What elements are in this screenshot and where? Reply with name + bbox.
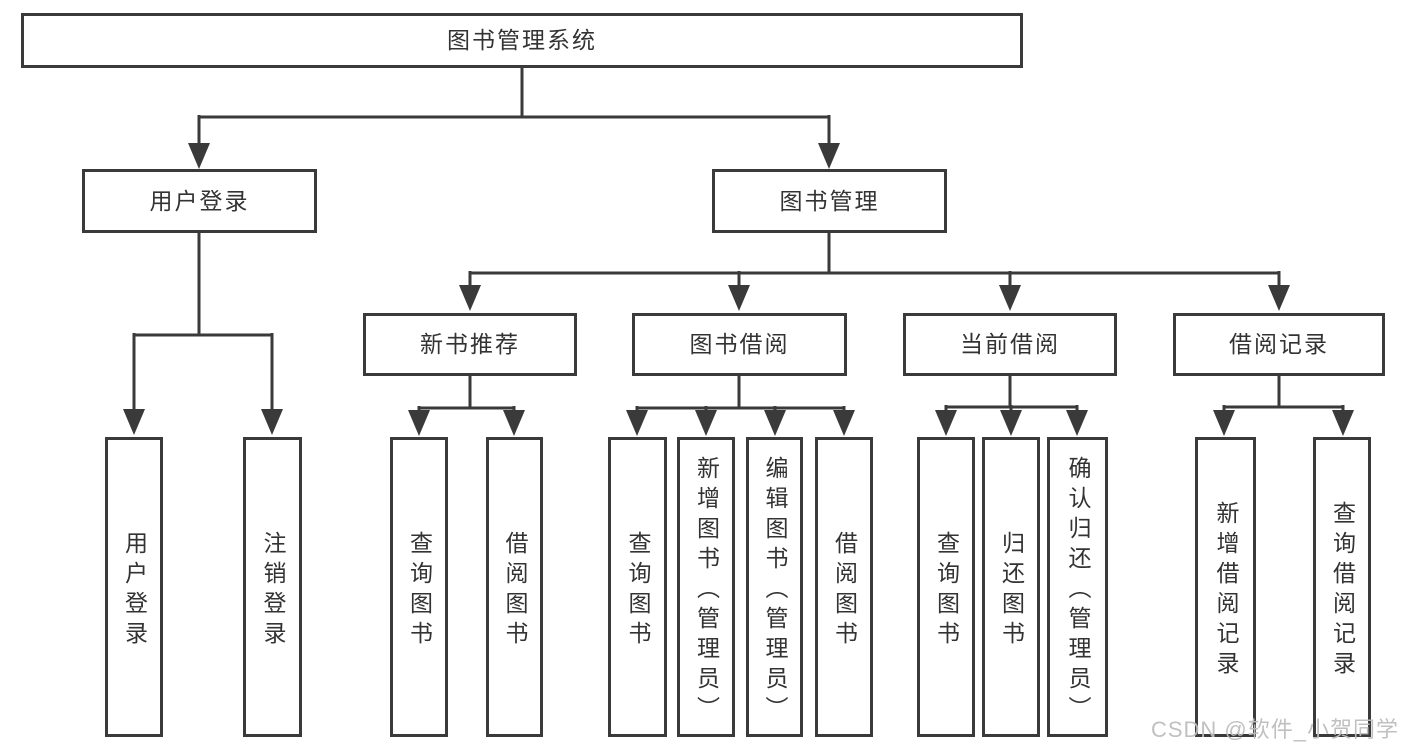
- leaf-query-borrow-record: 查询借阅记录: [1313, 437, 1371, 737]
- leaf-return-books: 归还图书: [982, 437, 1040, 737]
- leaf-user-login: 用户登录: [105, 437, 163, 737]
- watermark: CSDN @软件_小贺同学: [1150, 717, 1399, 742]
- node-book-borrowing: 图书借阅: [632, 313, 847, 376]
- leaf-add-book-admin: 新增图书（管理员）: [677, 437, 735, 737]
- leaf-logout: 注销登录: [243, 437, 302, 737]
- leaf-edit-book-admin: 编辑图书（管理员）: [746, 437, 803, 737]
- node-user-login: 用户登录: [82, 169, 317, 233]
- node-book-management: 图书管理: [712, 169, 947, 233]
- arrowheads: [123, 143, 1354, 436]
- node-root: 图书管理系统: [21, 13, 1023, 68]
- leaf-query-books-recommend: 查询图书: [390, 437, 448, 737]
- node-new-book-recommend: 新书推荐: [363, 313, 577, 376]
- leaf-borrow-books-borrowing: 借阅图书: [815, 437, 873, 737]
- leaf-add-borrow-record: 新增借阅记录: [1195, 437, 1256, 737]
- leaf-borrow-books-recommend: 借阅图书: [486, 437, 543, 737]
- leaf-query-books-borrowing: 查询图书: [608, 437, 667, 737]
- leaf-query-books-current: 查询图书: [917, 437, 975, 737]
- node-current-borrowing: 当前借阅: [903, 313, 1117, 376]
- node-borrowing-records: 借阅记录: [1173, 313, 1385, 376]
- leaf-confirm-return-admin: 确认归还（管理员）: [1047, 437, 1108, 737]
